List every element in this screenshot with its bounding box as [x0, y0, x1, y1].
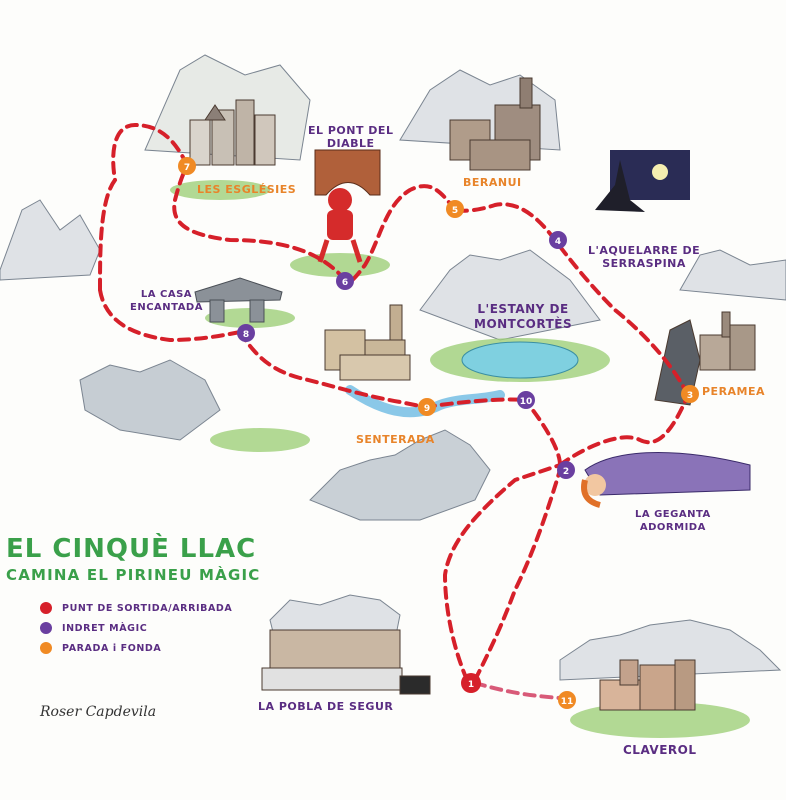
village-beranui — [449, 77, 541, 171]
place-les-esglesies: LES ESGLÉSIES — [197, 183, 297, 196]
legend-label-start: PUNT DE SORTIDA/ARRIBADA — [62, 602, 233, 614]
pont-del-diable — [314, 149, 381, 263]
mountains — [0, 54, 786, 681]
place-pont-del-diable: EL PONT DEL DIABLE — [308, 124, 394, 150]
rock-peramea — [654, 319, 701, 406]
artist-signature: Roser Capdevila — [40, 704, 157, 720]
dolmen-casa-encantada — [194, 277, 283, 323]
route-8-9 — [238, 330, 427, 409]
geganta-adormida — [581, 452, 751, 508]
aquelarre-witch — [595, 150, 690, 212]
stop-4-label: 4 — [555, 237, 561, 247]
stop-7[interactable]: 7 — [178, 157, 196, 175]
stop-6[interactable]: 6 — [336, 272, 354, 290]
stop-5-label: 5 — [452, 206, 458, 216]
stop-8[interactable]: 8 — [237, 324, 255, 342]
legend: PUNT DE SORTIDA/ARRIBADA INDRET MÀGIC PA… — [40, 598, 232, 658]
mountain-right — [679, 249, 786, 301]
stop-1[interactable]: 1 — [461, 673, 481, 693]
legend-label-magic: INDRET MÀGIC — [62, 622, 148, 634]
stop-7-label: 7 — [184, 163, 190, 173]
route-6-7 — [172, 163, 347, 282]
route-1-2-right — [473, 468, 562, 682]
route-7-loop — [98, 122, 189, 292]
meadow-top-left — [170, 180, 270, 200]
meadow-claverol — [570, 702, 750, 738]
stop-3-label: 3 — [687, 391, 693, 401]
place-casa-encantada: LA CASA ENCANTADA — [130, 289, 203, 313]
legend-item-magic: INDRET MÀGIC — [40, 618, 232, 638]
mountain-far-left — [0, 199, 101, 281]
place-peramea: PERAMEA — [702, 385, 766, 398]
stop-11-label: 11 — [561, 697, 574, 707]
legend-dot-stay — [40, 642, 52, 654]
place-pobla-de-segur: LA POBLA DE SEGUR — [258, 700, 394, 713]
route-1-2-left — [442, 463, 562, 682]
stop-markers: 1 2 3 4 5 6 7 8 9 10 11 — [178, 157, 699, 709]
villages — [189, 77, 756, 711]
route — [98, 122, 690, 682]
stop-10-label: 10 — [520, 397, 533, 407]
lake-montcortes — [461, 341, 579, 379]
village-senterada — [324, 304, 411, 381]
legend-item-stay: PARADA i FONDA — [40, 638, 232, 658]
stop-11[interactable]: 11 — [558, 691, 576, 709]
legend-dot-magic — [40, 622, 52, 634]
route-2-3 — [558, 393, 690, 467]
map-subtitle: CAMINA EL PIRINEU MÀGIC — [6, 566, 261, 584]
legend-item-start: PUNT DE SORTIDA/ARRIBADA — [40, 598, 232, 618]
place-geganta-adormida: LA GEGANTA ADORMIDA — [635, 509, 711, 533]
village-les-esglesies — [189, 99, 276, 166]
village-pobla — [261, 629, 431, 695]
mountain-mid — [309, 429, 491, 521]
stop-8-label: 8 — [243, 330, 249, 340]
legend-dot-start — [40, 602, 52, 614]
stop-9[interactable]: 9 — [418, 398, 436, 416]
stop-10[interactable]: 10 — [517, 391, 535, 409]
meadow-pont — [290, 253, 390, 277]
route-loop-8 — [98, 288, 242, 343]
route-5-6 — [343, 184, 457, 284]
devil-figure — [317, 188, 363, 263]
meadow-senterada — [210, 428, 310, 452]
place-senterada: SENTERADA — [356, 433, 435, 446]
legend-label-stay: PARADA i FONDA — [62, 642, 162, 654]
stop-3[interactable]: 3 — [681, 385, 699, 403]
route-3-4 — [553, 238, 690, 397]
village-peramea — [654, 311, 756, 406]
stop-2-label: 2 — [563, 467, 569, 477]
route-2-10 — [523, 398, 562, 467]
place-claverol: CLAVEROL — [623, 743, 697, 757]
village-claverol — [599, 659, 696, 711]
route-4-5 — [453, 202, 557, 242]
route-1-11 — [473, 681, 562, 700]
stop-4[interactable]: 4 — [549, 231, 567, 249]
place-aquelarre: L'AQUELARRE DE SERRASPINA — [588, 244, 701, 270]
stop-5[interactable]: 5 — [446, 200, 464, 218]
place-beranui: BERANUI — [463, 176, 522, 189]
route-9-10 — [423, 397, 527, 409]
stop-2[interactable]: 2 — [557, 461, 575, 479]
mountain-estany — [419, 249, 601, 341]
place-estany-montcortes: L'ESTANY DE MONTCORTÈS — [474, 302, 573, 331]
stop-9-label: 9 — [424, 404, 430, 414]
stop-6-label: 6 — [342, 278, 348, 288]
mountain-lower-left — [79, 359, 221, 441]
map-title: EL CINQUÈ LLAC — [6, 534, 257, 564]
stop-1-label: 1 — [468, 680, 474, 690]
